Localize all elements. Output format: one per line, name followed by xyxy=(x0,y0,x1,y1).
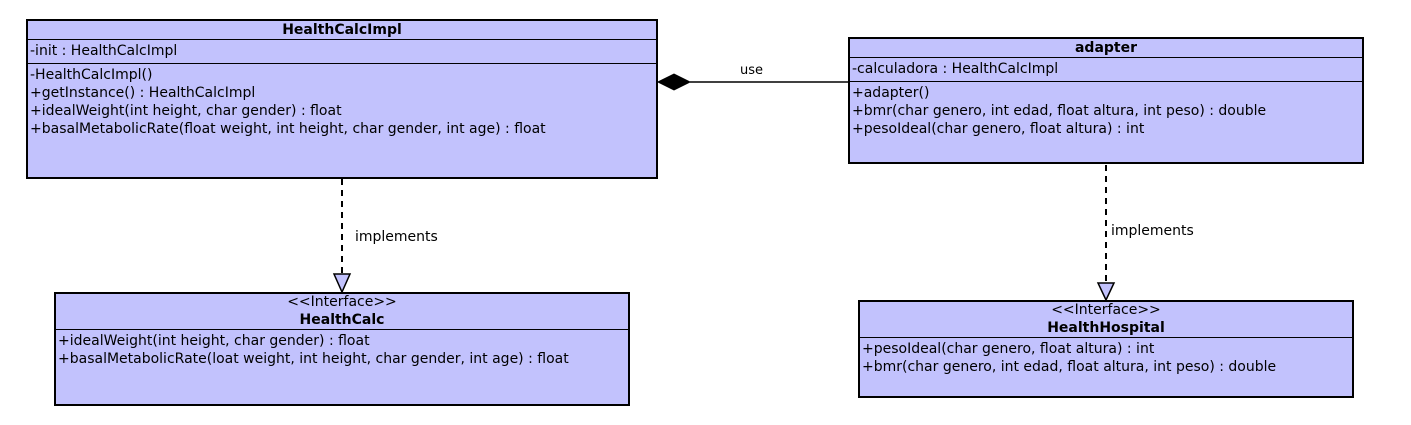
class-name: HealthCalc xyxy=(299,312,385,328)
class-adapter[interactable]: adapter -calculadora : HealthCalcImpl +a… xyxy=(848,37,1364,164)
operation: +basalMetabolicRate(loat weight, int hei… xyxy=(58,351,569,367)
class-header: adapter xyxy=(850,39,1362,58)
operation: +pesoIdeal(char genero, float altura) : … xyxy=(862,341,1155,357)
composition-diamond xyxy=(656,73,692,91)
class-header: <<Interface>> HealthCalc xyxy=(56,294,628,330)
attribute: -calculadora : HealthCalcImpl xyxy=(852,61,1059,77)
composition-label: use xyxy=(740,63,764,78)
class-name: HealthCalcImpl xyxy=(282,22,402,38)
attributes-section: -init : HealthCalcImpl xyxy=(28,40,656,64)
operation: +bmr(char genero, int edad, float altura… xyxy=(852,103,1267,119)
interface-healthhospital[interactable]: <<Interface>> HealthHospital +pesoIdeal(… xyxy=(858,300,1354,398)
class-healthcalcimpl[interactable]: HealthCalcImpl -init : HealthCalcImpl -H… xyxy=(26,19,658,179)
operation: +bmr(char genero, int edad, float altura… xyxy=(862,359,1277,375)
implements-arrow-left xyxy=(332,273,352,294)
operations-section: +pesoIdeal(char genero, float altura) : … xyxy=(860,338,1352,379)
attribute: -init : HealthCalcImpl xyxy=(30,43,178,59)
operation: +idealWeight(int height, char gender) : … xyxy=(58,333,370,349)
operation: +basalMetabolicRate(float weight, int he… xyxy=(30,121,546,137)
class-header: HealthCalcImpl xyxy=(28,21,656,40)
operation: +adapter() xyxy=(852,85,930,101)
operations-section: -HealthCalcImpl() +getInstance() : Healt… xyxy=(28,64,656,141)
stereotype-label: <<Interface>> xyxy=(287,294,397,310)
operation: -HealthCalcImpl() xyxy=(30,67,153,83)
implements-arrow-right xyxy=(1096,282,1116,302)
operation: +getInstance() : HealthCalcImpl xyxy=(30,85,256,101)
interface-healthcalc[interactable]: <<Interface>> HealthCalc +idealWeight(in… xyxy=(54,292,630,406)
implements-label-right: implements xyxy=(1111,223,1194,239)
operation: +idealWeight(int height, char gender) : … xyxy=(30,103,342,119)
operations-section: +idealWeight(int height, char gender) : … xyxy=(56,330,628,371)
class-name: adapter xyxy=(1074,40,1138,56)
operation: +pesoIdeal(char genero, float altura) : … xyxy=(852,121,1145,137)
class-header: <<Interface>> HealthHospital xyxy=(860,302,1352,338)
stereotype-label: <<Interface>> xyxy=(1051,302,1161,318)
attributes-section: -calculadora : HealthCalcImpl xyxy=(850,58,1362,82)
operations-section: +adapter() +bmr(char genero, int edad, f… xyxy=(850,82,1362,141)
implements-label-left: implements xyxy=(355,229,438,245)
class-name: HealthHospital xyxy=(1047,320,1165,336)
